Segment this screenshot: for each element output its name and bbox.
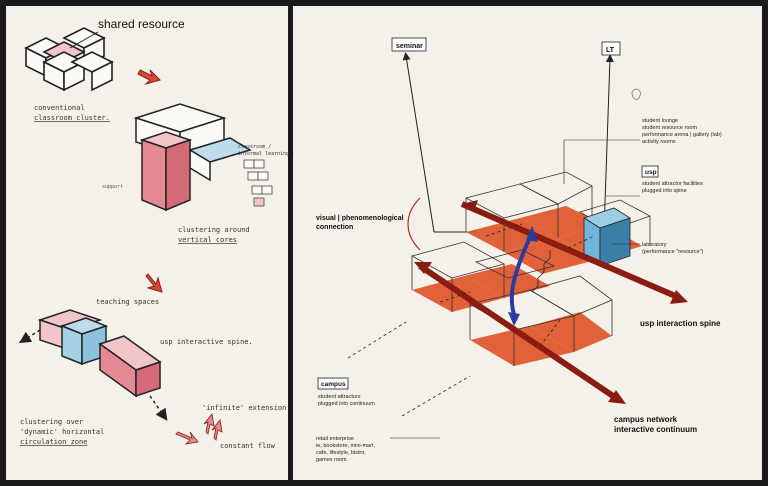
- support-label: support: [102, 184, 123, 190]
- over-label-2: 'dynamic' horizontal: [20, 428, 104, 436]
- lounge-item-4: activity rooms: [642, 139, 676, 145]
- lounge-item-3: performance arena | gallery (lab): [642, 132, 722, 138]
- usp-label: usp: [645, 169, 657, 176]
- laboratory-label-2: (performance "resource"): [642, 249, 704, 255]
- retail-1: retail enterprise: [316, 436, 354, 442]
- visual-connection-label-1: visual | phenomenological: [316, 215, 404, 222]
- text-leaders: [563, 139, 640, 245]
- usp-interaction-spine: [460, 201, 682, 301]
- stacked-boxes-sketch: [243, 159, 273, 207]
- campus-network-spine: [418, 263, 618, 401]
- usp-interaction-spine-label: usp interaction spine: [640, 319, 721, 328]
- constant-flow-label: constant flow: [220, 442, 276, 450]
- campus-label: campus: [321, 381, 346, 388]
- conventional-label-1: conventional: [34, 104, 85, 112]
- campus-box: [317, 377, 349, 390]
- usp-spine-sketch-label: usp interactive spine.: [160, 338, 253, 346]
- campus-network-label-1: campus network: [614, 415, 678, 424]
- campus-desc-2: plugged into continuum: [318, 401, 375, 407]
- lt-label: LT: [606, 47, 615, 54]
- vertical-label-1: clustering around: [178, 226, 250, 234]
- campus-network-label-2: interactive continuum: [614, 425, 697, 434]
- conventional-cluster-sketch: [24, 27, 114, 92]
- campus-desc-1: student attractors: [318, 394, 361, 400]
- retail-2: ie, bookstore, mini-mart,: [316, 443, 375, 449]
- shared-resource-label: shared resource: [98, 17, 185, 31]
- lounge-item-1: student lounge: [642, 118, 678, 124]
- seminar-box: [391, 37, 427, 52]
- lt-box: [601, 41, 621, 56]
- over-label-1: clustering over: [20, 418, 83, 426]
- usp-box: [641, 165, 659, 178]
- visual-connection-curve: [407, 197, 421, 251]
- dashed-leaders: [347, 223, 595, 417]
- laboratory-label-1: laboratory: [642, 242, 667, 248]
- laboratory-block: [583, 207, 631, 267]
- vertical-connection-arrow: [509, 231, 534, 321]
- usp-desc-1: student attractor facilities: [642, 181, 703, 187]
- classroom-note-1: classroom /: [238, 144, 271, 150]
- conventional-label-2: classroom cluster.: [34, 114, 110, 122]
- flow-arrows-icon: [175, 413, 223, 445]
- vertical-label-2: vertical cores: [178, 236, 237, 244]
- lounge-item-2: student resource room: [642, 125, 697, 131]
- teaching-spaces-label: teaching spaces: [96, 298, 159, 306]
- usp-desc-2: plugged into spine: [642, 188, 687, 194]
- seminar-arrow: [402, 52, 435, 233]
- flow-arrow-icon: [137, 69, 161, 86]
- over-label-3: circulation zone: [20, 438, 87, 446]
- seminar-label: seminar: [396, 43, 423, 50]
- classroom-note-2: informal learning: [238, 151, 289, 157]
- horizontal-spine-sketch: [37, 309, 162, 398]
- flow-arrow-icon: [145, 273, 163, 293]
- vertical-cores-sketch: [133, 103, 252, 212]
- retail-3: cafe, lifestyle, bistro,: [316, 450, 366, 456]
- infinite-extension-label: 'infinite' extension: [202, 404, 286, 412]
- pencil-squiggle: [631, 88, 641, 100]
- retail-4: games room: [316, 457, 347, 463]
- visual-connection-label-2: connection: [316, 224, 353, 231]
